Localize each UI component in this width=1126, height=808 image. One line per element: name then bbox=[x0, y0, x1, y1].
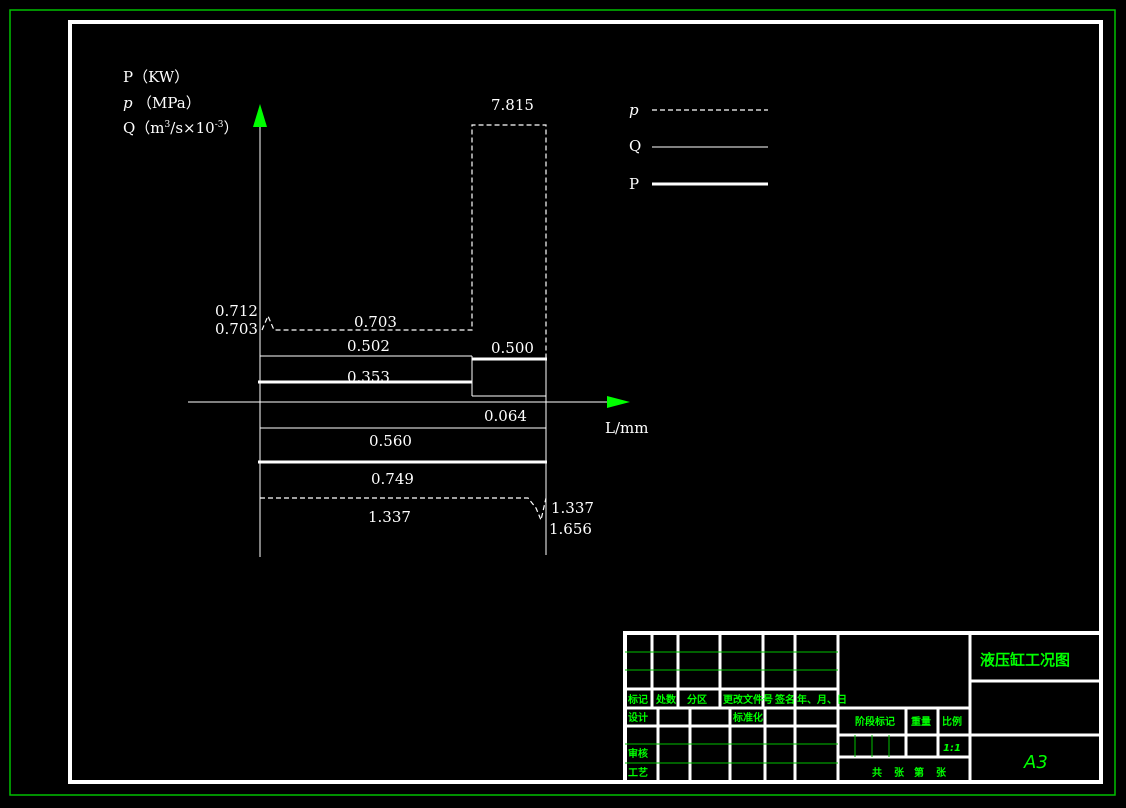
outer-frame bbox=[9, 9, 1116, 796]
ylabel-pressure-symbol: p bbox=[123, 94, 133, 112]
drawing-border bbox=[68, 20, 1103, 784]
label-p-peak: 7.815 bbox=[491, 96, 534, 114]
tb-design: 设计 bbox=[628, 711, 648, 724]
legend-label-pressure: p bbox=[629, 101, 639, 119]
label-p-return-end-top: 1.337 bbox=[551, 499, 594, 517]
ylabel-power: P（KW） bbox=[123, 68, 189, 86]
ylabel-flow: Q（m3/s×10-3） bbox=[123, 119, 238, 137]
tb-review: 审核 bbox=[628, 747, 648, 760]
tb-change-doc: 更改文件号 bbox=[723, 693, 773, 706]
label-p-start-bottom: 0.703 bbox=[215, 320, 258, 338]
y-axis-arrow bbox=[253, 104, 267, 127]
tb-sheet-size: A3 bbox=[1023, 752, 1048, 773]
label-q-return: 0.560 bbox=[369, 432, 412, 450]
tb-sheets-total: 共 bbox=[872, 766, 882, 779]
label-p-return-end-bottom: 1.656 bbox=[549, 520, 592, 538]
tb-count: 处数 bbox=[655, 693, 677, 706]
tb-sheets-unit1: 张 bbox=[894, 766, 905, 779]
legend-label-power: P bbox=[629, 175, 639, 193]
x-axis-label: L/mm bbox=[605, 419, 648, 437]
tb-standard: 标准化 bbox=[732, 711, 763, 724]
label-p-return: 1.337 bbox=[368, 508, 411, 526]
tb-stage-mark: 阶段标记 bbox=[855, 715, 895, 728]
label-power-return: 0.749 bbox=[371, 470, 414, 488]
label-q-phase1: 0.502 bbox=[347, 337, 390, 355]
label-q-workfeed: 0.064 bbox=[484, 407, 527, 425]
pressure-curve-return bbox=[260, 497, 547, 522]
tb-drawing-title: 液压缸工况图 bbox=[980, 651, 1070, 669]
tb-sheet-number: 第 bbox=[914, 766, 924, 779]
tb-zone: 分区 bbox=[687, 693, 707, 706]
pressure-curve-advance bbox=[261, 124, 547, 359]
x-axis-arrow bbox=[607, 396, 630, 408]
tb-scale: 比例 bbox=[942, 715, 962, 728]
title-block: 标记 处数 分区 更改文件号 签名 年、月、日 设计 标准化 审核 工艺 阶段标… bbox=[623, 631, 1103, 784]
tb-scale-value: 1:1 bbox=[943, 743, 961, 754]
label-power-phase1: 0.353 bbox=[347, 368, 390, 386]
tb-weight: 重量 bbox=[911, 715, 931, 728]
tb-sign: 签名 bbox=[774, 693, 795, 706]
ylabel-pressure-unit: （MPa） bbox=[137, 94, 201, 112]
tb-mark: 标记 bbox=[627, 693, 648, 706]
tb-process: 工艺 bbox=[628, 766, 648, 779]
y-axis-labels: P（KW） p （MPa） Q（m3/s×10-3） bbox=[123, 68, 238, 137]
legend: p Q P bbox=[629, 101, 768, 193]
tb-sheets-unit2: 张 bbox=[936, 766, 947, 779]
label-power-workfeed: 0.500 bbox=[491, 339, 534, 357]
label-p-start-top: 0.712 bbox=[215, 302, 258, 320]
legend-label-flow: Q bbox=[629, 137, 641, 155]
label-p-phase1: 0.703 bbox=[354, 313, 397, 331]
tb-date: 年、月、日 bbox=[797, 693, 847, 706]
